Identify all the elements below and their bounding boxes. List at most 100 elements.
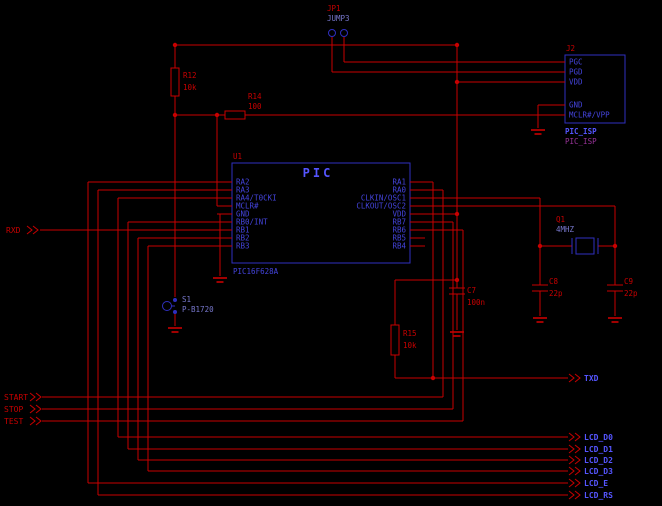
net-txd[interactable]	[394, 181, 568, 381]
junction-dot	[537, 243, 543, 249]
component-resistor-r14[interactable]: R14 100	[224, 92, 262, 120]
port-rxd[interactable]: RXD	[6, 225, 39, 235]
port-arrow-icon	[568, 455, 581, 465]
ground-symbol[interactable]	[530, 129, 546, 135]
junction-dot	[454, 277, 460, 283]
component-resistor-r15[interactable]: R15 10k	[390, 324, 417, 356]
jumper-value: JUMP3	[327, 14, 350, 23]
port-start[interactable]: START	[4, 392, 42, 402]
c7-ref: C7	[467, 286, 476, 295]
r12-ref: R12	[183, 71, 197, 80]
port-arrow-icon	[568, 490, 581, 500]
port-label-txd: TXD	[584, 374, 599, 383]
net-vdd[interactable]	[172, 42, 550, 288]
port-label-lcd-d1: LCD_D1	[584, 445, 613, 454]
isp-name: PIC_ISP	[565, 127, 597, 136]
pic-pin-rb4: RB4	[392, 242, 406, 251]
ground-symbol[interactable]	[532, 317, 548, 323]
r14-ref: R14	[248, 92, 262, 101]
component-capacitor-c9[interactable]: C9 22p	[607, 277, 638, 298]
isp-ref: J2	[566, 44, 575, 53]
component-resistor-r12[interactable]: R12 10k	[170, 67, 197, 97]
c8-value: 22p	[549, 289, 563, 298]
port-label-test: TEST	[4, 417, 23, 426]
c7-value: 100n	[467, 298, 485, 307]
isp-pin-mclr: MCLR#/VPP	[569, 111, 610, 120]
net-mclr[interactable]	[172, 96, 550, 326]
port-arrow-icon	[568, 444, 581, 454]
net-start[interactable]	[42, 189, 444, 398]
port-lcd-d2[interactable]: LCD_D2	[568, 455, 613, 465]
pic-pin-rb5: RB5	[392, 234, 406, 243]
port-arrow-icon	[568, 478, 581, 488]
net-lcd-d2[interactable]	[137, 237, 568, 461]
port-lcd-d1[interactable]: LCD_D1	[568, 444, 613, 454]
port-lcd-d0[interactable]: LCD_D0	[568, 432, 613, 442]
port-arrow-icon	[26, 225, 39, 235]
pic-pin-ra0: RA0	[392, 186, 406, 195]
component-capacitor-c8[interactable]: C8 22p	[532, 277, 563, 298]
port-arrow-icon	[568, 432, 581, 442]
isp-value: PIC_ISP	[565, 137, 597, 146]
port-label-start: START	[4, 393, 28, 402]
net-lcd-d3[interactable]	[147, 245, 568, 472]
r15-value: 10k	[403, 341, 417, 350]
pic-pin-vdd: VDD	[392, 210, 406, 219]
net-test[interactable]	[42, 229, 464, 422]
net-icsp[interactable]	[331, 37, 550, 128]
ground-symbol[interactable]	[607, 317, 623, 323]
isp-pin-gnd: GND	[569, 101, 583, 110]
junction-dot	[454, 79, 460, 85]
net-lcd-e[interactable]	[87, 181, 568, 484]
net-oscillator[interactable]	[425, 197, 618, 316]
net-stop[interactable]	[42, 221, 454, 410]
component-isp-header[interactable]: J2 PGC PGD VDD GND MCLR#/VPP PIC_ISP PIC…	[550, 44, 626, 146]
pic-pin-mclr: MCLR#	[236, 202, 259, 211]
pic-title: PIC	[303, 166, 334, 180]
pic-pin-osc2: CLKOUT/OSC2	[356, 202, 406, 211]
junction-dot	[214, 112, 220, 118]
c9-ref: C9	[624, 277, 633, 286]
pic-pin-rb6: RB6	[392, 226, 406, 235]
port-lcd-e[interactable]: LCD_E	[568, 478, 608, 488]
component-capacitor-c7[interactable]: C7 100n	[449, 286, 485, 307]
pic-pin-ra2: RA2	[236, 178, 250, 187]
isp-pin-pgd: PGD	[569, 68, 583, 77]
port-label-lcd-e: LCD_E	[584, 479, 608, 488]
port-arrow-icon	[29, 404, 42, 414]
button-ref: S1	[182, 295, 191, 304]
port-stop[interactable]: STOP	[4, 404, 42, 414]
pic-pin-osc1: CLKIN/OSC1	[361, 194, 406, 203]
port-lcd-rs[interactable]: LCD_RS	[568, 490, 613, 500]
component-button-s1[interactable]: S1 P-B1720	[162, 295, 215, 314]
pic-ref: U1	[233, 152, 242, 161]
port-label-lcd-d3: LCD_D3	[584, 467, 613, 476]
ground-symbol[interactable]	[167, 327, 183, 333]
junction-dot	[612, 243, 618, 249]
r12-value: 10k	[183, 83, 197, 92]
port-lcd-d3[interactable]: LCD_D3	[568, 466, 613, 476]
component-pic-u1[interactable]: U1 PIC RA2 RA3 RA4/T0CKI MCLR# GND RB0/I…	[217, 152, 425, 276]
net-lcd-d0[interactable]	[117, 197, 568, 438]
pic-pin-gnd: GND	[236, 210, 250, 219]
ground-symbol[interactable]	[212, 277, 228, 283]
ground-symbol[interactable]	[449, 331, 465, 337]
port-txd[interactable]: TXD	[568, 373, 599, 383]
component-jumper-jp1[interactable]: JP1 JUMP3	[327, 4, 350, 37]
net-lcd-rs[interactable]	[97, 189, 568, 496]
port-label-lcd-rs: LCD_RS	[584, 491, 613, 500]
pic-pin-rb2: RB2	[236, 234, 250, 243]
pic-pin-ra4: RA4/T0CKI	[236, 194, 277, 203]
r15-ref: R15	[403, 329, 417, 338]
net-lcd-d1[interactable]	[127, 221, 568, 450]
port-label-stop: STOP	[4, 405, 23, 414]
port-test[interactable]: TEST	[4, 416, 42, 426]
junction-dot	[172, 112, 178, 118]
component-crystal-q1[interactable]: Q1 4MHZ	[556, 215, 599, 255]
pic-pin-ra3: RA3	[236, 186, 250, 195]
net-gnd[interactable]	[167, 129, 623, 337]
c8-ref: C8	[549, 277, 559, 286]
port-arrow-icon	[568, 373, 581, 383]
